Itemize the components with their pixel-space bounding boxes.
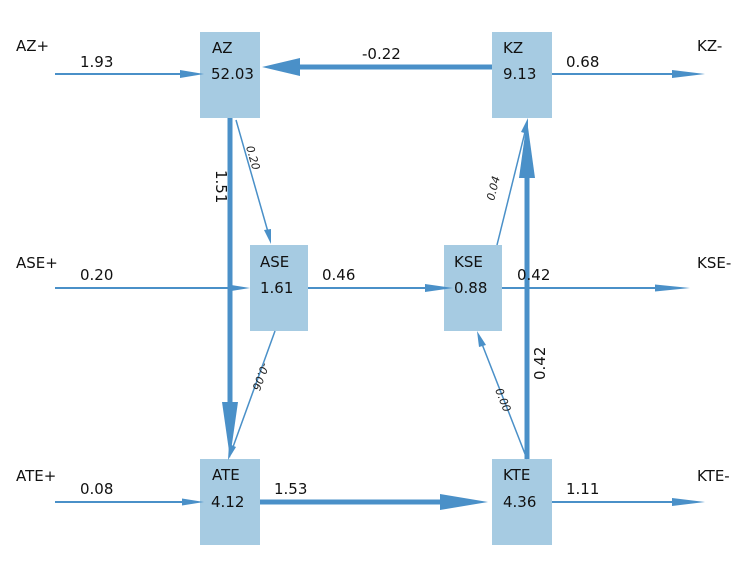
flow-label-ase-to-ate: -0.06 [249,361,271,392]
flow-label-kz-out: 0.68 [566,53,599,71]
arrow-kte-to-kse-head [477,331,486,347]
flow-label-kz-to-az: -0.22 [362,45,401,63]
node-value-ase: 1.61 [260,279,293,297]
node-box-kse [444,245,502,331]
node-name-kte: KTE [503,466,530,484]
flow-label-az-to-ase: 0.20 [243,144,262,171]
node-box-ase [250,245,308,331]
flow-label-kse-to-kz: 0.04 [484,175,503,202]
arrow-kz-out-head [672,70,705,78]
node-name-ate: ATE [212,466,240,484]
flow-label-ase-to-kse: 0.46 [322,266,355,284]
label-ate-plus: ATE+ [16,467,56,485]
arrow-kz-to-az-head [262,58,300,76]
flow-label-kte-to-kz: 0.42 [531,347,549,380]
flow-label-kte-to-kse: 0.00 [492,386,513,414]
flow-label-ate-to-kte: 1.53 [274,480,307,498]
arrow-ase-to-ate [232,330,276,448]
label-az-plus: AZ+ [16,37,49,55]
arrow-kse-to-kz [496,131,526,246]
arrow-ate-in-head [182,498,204,506]
label-kse-minus: KSE- [697,254,731,272]
arrow-az-to-ase [235,119,269,233]
arrow-kte-out-head [672,498,705,506]
flow-label-ate-in: 0.08 [80,480,113,498]
arrow-ase-in-head [228,284,250,292]
arrow-ase-to-ate-head [228,444,236,460]
flow-label-az-to-ate: 1.51 [212,170,230,203]
arrow-ase-to-kse-head [425,284,453,292]
arrow-az-to-ase-head [264,229,271,244]
node-value-ate: 4.12 [211,493,244,511]
flow-label-ase-in: 0.20 [80,266,113,284]
label-kte-minus: KTE- [697,467,730,485]
label-ase-plus: ASE+ [16,254,58,272]
node-name-az: AZ [212,39,233,57]
flow-label-kte-out: 1.11 [566,480,599,498]
node-box-kz [492,32,552,118]
node-box-az [200,32,260,118]
node-name-ase: ASE [260,253,289,271]
arrow-kse-out-head [655,284,690,292]
node-value-kz: 9.13 [503,65,536,83]
node-box-ate [200,459,260,545]
flow-label-az-in: 1.93 [80,53,113,71]
node-name-kz: KZ [503,39,523,57]
flow-label-kse-out: 0.42 [517,266,550,284]
node-name-kse: KSE [454,253,483,271]
arrow-kte-to-kse [481,343,528,460]
arrow-az-in-head [180,70,204,78]
label-kz-minus: KZ- [697,37,722,55]
node-value-az: 52.03 [211,65,254,83]
arrow-az-to-ate-head [222,402,238,458]
arrow-ate-to-kte-head [440,494,488,510]
node-value-kte: 4.36 [503,493,536,511]
node-box-kte [492,459,552,545]
arrow-kte-to-kz-head [519,120,535,178]
node-value-kse: 0.88 [454,279,487,297]
